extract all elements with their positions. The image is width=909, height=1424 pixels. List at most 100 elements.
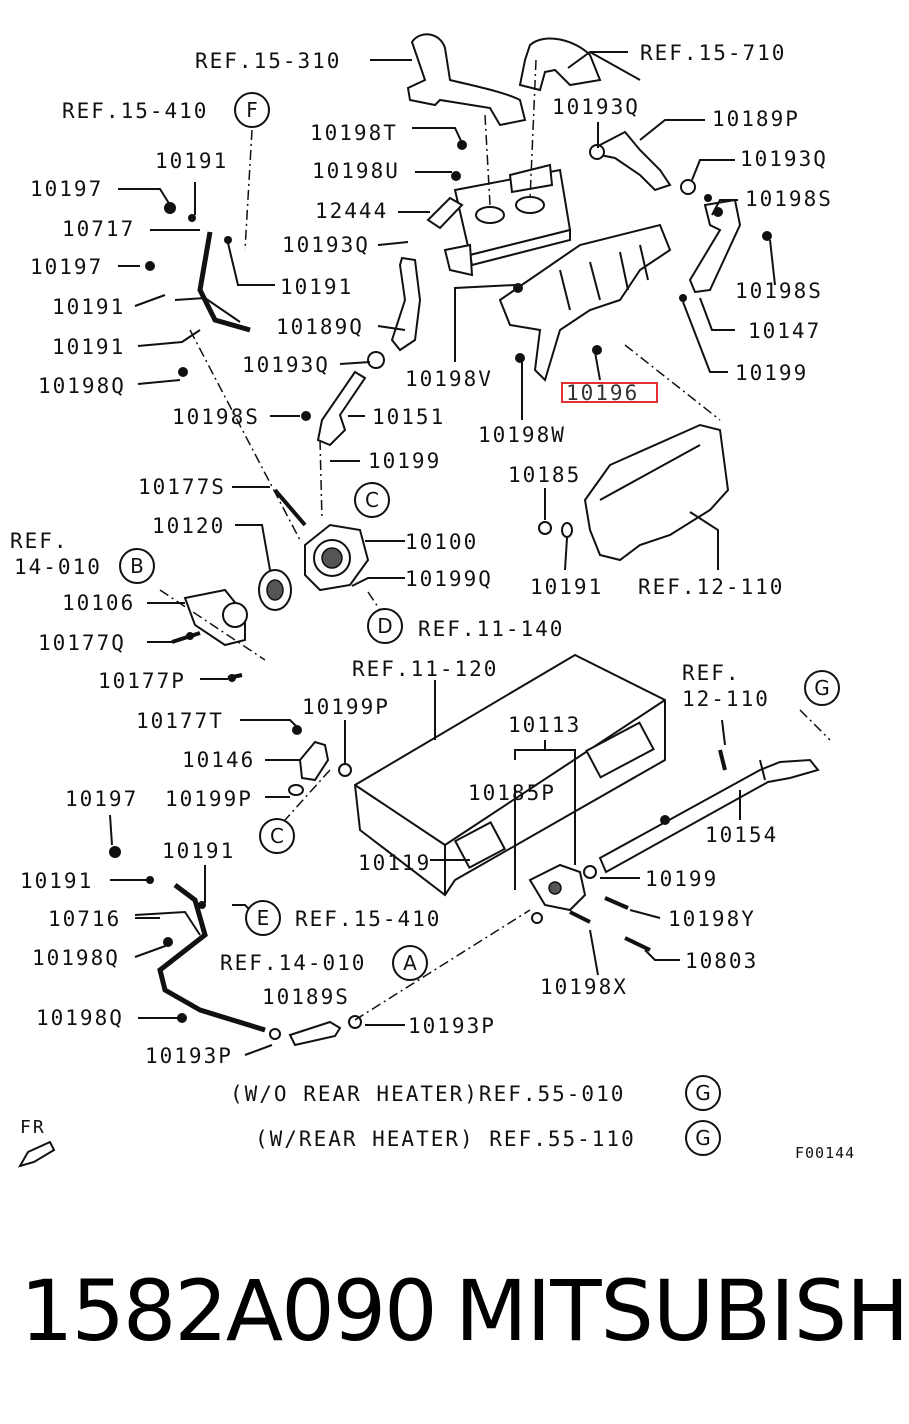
callout-e: E xyxy=(245,900,281,936)
svg-text:B: B xyxy=(130,554,144,578)
label-10191-a: 10191 xyxy=(155,149,228,173)
label-10197-a: 10197 xyxy=(30,177,103,201)
label-10198y: 10198Y xyxy=(668,907,756,931)
bracket-10196 xyxy=(498,223,672,382)
svg-text:C: C xyxy=(365,488,379,512)
label-10191-d: 10191 xyxy=(52,335,125,359)
label-10191-b: 10191 xyxy=(280,275,353,299)
water-pipe-10154 xyxy=(598,758,820,874)
label-10199-a: 10199 xyxy=(735,361,808,385)
label-10716: 10716 xyxy=(48,907,121,931)
callout-d: D xyxy=(367,608,403,644)
water-inlet-10106 xyxy=(183,588,248,647)
label-10191-g: 10191 xyxy=(20,869,93,893)
label-front-indicator: FR xyxy=(20,1117,46,1138)
label-10177t: 10177T xyxy=(136,709,224,733)
part-number: 1582A090 xyxy=(20,1262,438,1360)
hose-10189p xyxy=(599,130,672,192)
label-10199-b: 10199 xyxy=(368,449,441,473)
label-10185p: 10185P xyxy=(468,781,556,805)
svg-text:D: D xyxy=(377,614,392,638)
label-10199p-a: 10199P xyxy=(302,695,390,719)
callout-g-note2: G xyxy=(685,1120,721,1156)
label-10177q: 10177Q xyxy=(38,631,126,655)
hose-12444-side xyxy=(426,196,464,230)
label-10185: 10185 xyxy=(508,463,581,487)
label-10100: 10100 xyxy=(405,530,478,554)
oil-cooler-12444 xyxy=(443,163,572,277)
label-10193p-b: 10193P xyxy=(145,1044,233,1068)
label-10717: 10717 xyxy=(62,217,135,241)
pipe-10147 xyxy=(688,198,742,294)
bolt-10177q xyxy=(171,631,201,644)
callout-g-note1: G xyxy=(685,1075,721,1111)
label-ref-14-010-a: REF.14-010 xyxy=(220,951,366,975)
label-10198s-b: 10198S xyxy=(735,279,823,303)
label-10199p-b: 10199P xyxy=(165,787,253,811)
label-10193q-d: 10193Q xyxy=(242,353,330,377)
intake-pipe-ref-15-310 xyxy=(406,33,527,127)
label-10198v: 10198V xyxy=(405,367,493,391)
label-10198w: 10198W xyxy=(478,423,566,447)
thermostat-10120 xyxy=(258,569,292,611)
label-10191-c: 10191 xyxy=(52,295,125,319)
engine-block-ref-11-120 xyxy=(353,653,666,897)
label-ref-11-140: REF.11-140 xyxy=(418,617,564,641)
label-10189s: 10189S xyxy=(262,985,350,1009)
label-10193q-a: 10193Q xyxy=(552,95,640,119)
label-10191-f: 10191 xyxy=(162,839,235,863)
hose-10189q xyxy=(390,256,422,352)
highlight-box-10196 xyxy=(561,382,658,403)
label-10199q: 10199Q xyxy=(405,567,493,591)
note-with-rear-heater: (W/REAR HEATER) REF.55-110 xyxy=(255,1127,636,1151)
intake-pipe-ref-15-710 xyxy=(518,37,602,92)
svg-text:G: G xyxy=(695,1126,711,1150)
label-10196: 10196 xyxy=(566,381,639,405)
svg-text:G: G xyxy=(814,676,830,700)
svg-text:A: A xyxy=(403,951,417,975)
callout-b: B xyxy=(119,548,155,584)
label-10154: 10154 xyxy=(705,823,778,847)
callout-f: F xyxy=(234,92,270,128)
label-10147: 10147 xyxy=(748,319,821,343)
label-10120: 10120 xyxy=(152,514,225,538)
svg-text:C: C xyxy=(270,824,284,848)
svg-text:E: E xyxy=(257,906,270,930)
front-arrow-icon xyxy=(17,1140,56,1168)
pipe-10716 xyxy=(157,883,266,1033)
label-10119: 10119 xyxy=(358,851,431,875)
label-ref-12-110-b2: 12-110 xyxy=(682,687,770,711)
hose-10189s xyxy=(288,1020,342,1047)
svg-text:F: F xyxy=(246,98,258,122)
label-ref-12-110-a: REF.12-110 xyxy=(638,575,784,599)
label-10189p: 10189P xyxy=(712,107,800,131)
bolt-10177s xyxy=(273,488,307,527)
label-12444: 12444 xyxy=(315,199,388,223)
label-ref-14-010-b1: REF. xyxy=(10,529,69,553)
callout-a: A xyxy=(392,945,428,981)
label-ref-12-110-b1: REF. xyxy=(682,661,741,685)
label-ref-14-010-b2: 14-010 xyxy=(14,555,102,579)
pipe-10717 xyxy=(197,231,251,333)
label-10199-c: 10199 xyxy=(645,867,718,891)
label-10198s-a: 10198S xyxy=(745,187,833,211)
fasteners xyxy=(109,140,772,1023)
label-10191-e: 10191 xyxy=(530,575,603,599)
gasket-ref-12-110 xyxy=(583,423,730,562)
callout-g-right: G xyxy=(804,670,840,706)
label-10198q-c: 10198Q xyxy=(36,1006,124,1030)
label-10106: 10106 xyxy=(62,591,135,615)
label-10193p-a: 10193P xyxy=(408,1014,496,1038)
label-10193q-b: 10193Q xyxy=(740,147,828,171)
note-without-rear-heater: (W/O REAR HEATER)REF.55-010 xyxy=(230,1082,625,1106)
brand-name: MITSUBISHI xyxy=(455,1262,909,1360)
label-10146: 10146 xyxy=(182,748,255,772)
label-ref-15-410-top: REF.15-410 xyxy=(62,99,208,123)
label-10198s-c: 10198S xyxy=(172,405,260,429)
label-ref-15-410-bot: REF.15-410 xyxy=(295,907,441,931)
thermostat-housing-10100 xyxy=(304,523,370,592)
label-10198x: 10198X xyxy=(540,975,628,999)
label-10198u: 10198U xyxy=(312,159,400,183)
label-10803: 10803 xyxy=(685,949,758,973)
